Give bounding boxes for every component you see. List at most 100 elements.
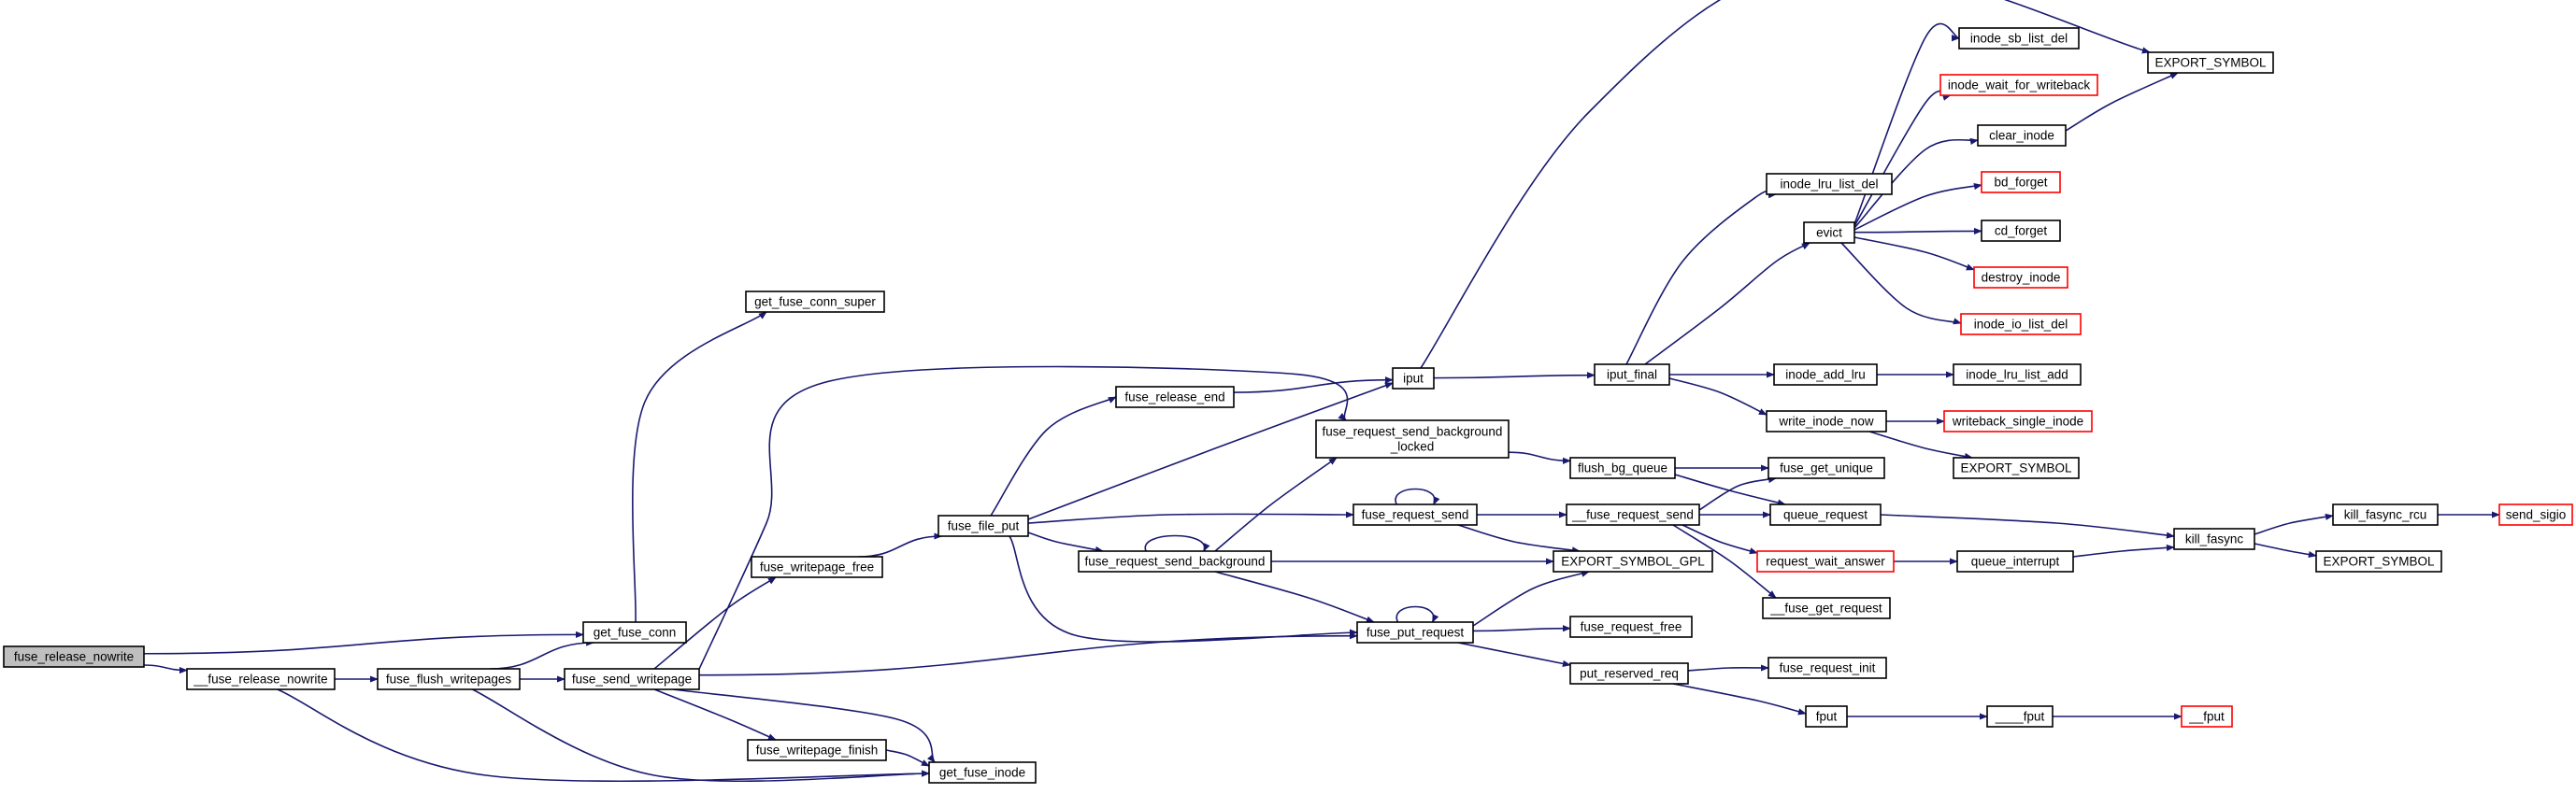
node-box-fuse_request_send[interactable] xyxy=(1352,503,1478,526)
node-EXPORT_SYMBOL_2[interactable]: EXPORT_SYMBOL xyxy=(1953,457,2080,479)
node-EXPORT_SYMBOL_3[interactable]: EXPORT_SYMBOL xyxy=(2315,550,2442,573)
node-box-__fput[interactable] xyxy=(2181,705,2233,728)
node-box-fuse_get_unique[interactable] xyxy=(1767,457,1885,479)
node-fuse_put_request[interactable]: fuse_put_request xyxy=(1356,621,1474,644)
node-box-__fuse_request_send[interactable] xyxy=(1566,503,1700,526)
node-box-queue_interrupt[interactable] xyxy=(1956,550,2074,573)
node-inode_lru_list_add[interactable]: inode_lru_list_add xyxy=(1953,363,2082,386)
node-flush_bg_queue[interactable]: flush_bg_queue xyxy=(1569,457,1676,479)
node-fuse_get_unique[interactable]: fuse_get_unique xyxy=(1767,457,1885,479)
node-destroy_inode[interactable]: destroy_inode xyxy=(1973,266,2068,289)
node-box-fuse_release_end[interactable] xyxy=(1115,386,1235,408)
node-box-cd_forget[interactable] xyxy=(1981,220,2061,242)
node-fuse_request_free[interactable]: fuse_request_free xyxy=(1569,616,1693,638)
node-fuse_flush_writepages[interactable]: fuse_flush_writepages xyxy=(377,668,521,690)
node-inode_io_list_del[interactable]: inode_io_list_del xyxy=(1960,313,2082,335)
node-kill_fasync_rcu[interactable]: kill_fasync_rcu xyxy=(2332,503,2439,526)
node-box-fuse_release_nowrite[interactable] xyxy=(3,645,145,668)
node-____fput[interactable]: ____fput xyxy=(1986,705,2054,728)
node-fuse_file_put[interactable]: fuse_file_put xyxy=(937,515,1029,537)
node-write_inode_now[interactable]: write_inode_now xyxy=(1766,410,1887,432)
node-fuse_release_nowrite[interactable]: fuse_release_nowrite xyxy=(3,645,145,668)
node-fuse_send_writepage[interactable]: fuse_send_writepage xyxy=(564,668,700,690)
node-box-get_fuse_conn[interactable] xyxy=(582,621,687,644)
node-inode_add_lru[interactable]: inode_add_lru xyxy=(1773,363,1878,386)
node-box-bd_forget[interactable] xyxy=(1981,171,2061,193)
node-box-__fuse_release_nowrite[interactable] xyxy=(186,668,336,690)
node-inode_sb_list_del[interactable]: inode_sb_list_del xyxy=(1958,27,2080,50)
node-box-fuse_flush_writepages[interactable] xyxy=(377,668,521,690)
node-fuse_request_init[interactable]: fuse_request_init xyxy=(1767,657,1887,679)
node-box-kill_fasync_rcu[interactable] xyxy=(2332,503,2439,526)
node-box-send_sigio[interactable] xyxy=(2498,503,2573,526)
node-__fuse_release_nowrite[interactable]: __fuse_release_nowrite xyxy=(186,668,336,690)
node-writeback_single_inode[interactable]: writeback_single_inode xyxy=(1943,410,2093,432)
node-box-EXPORT_SYMBOL_2[interactable] xyxy=(1953,457,2080,479)
node-kill_fasync[interactable]: kill_fasync xyxy=(2173,528,2255,550)
node-box-inode_lru_list_del[interactable] xyxy=(1766,173,1893,195)
node-evict[interactable]: evict xyxy=(1803,221,1855,244)
node-box-get_fuse_conn_super[interactable] xyxy=(745,291,885,313)
node-box-destroy_inode[interactable] xyxy=(1973,266,2068,289)
node-box-inode_lru_list_add[interactable] xyxy=(1953,363,2082,386)
node-box-____fput[interactable] xyxy=(1986,705,2054,728)
node-EXPORT_SYMBOL_1[interactable]: EXPORT_SYMBOL xyxy=(2147,51,2274,74)
node-fuse_writepage_finish[interactable]: fuse_writepage_finish xyxy=(747,739,887,761)
node-put_reserved_req[interactable]: put_reserved_req xyxy=(1569,662,1689,685)
node-box-inode_io_list_del[interactable] xyxy=(1960,313,2082,335)
node-box-get_fuse_inode[interactable] xyxy=(928,761,1037,784)
node-box-flush_bg_queue[interactable] xyxy=(1569,457,1676,479)
node-fuse_request_send_background_locked[interactable]: fuse_request_send_background_locked xyxy=(1315,419,1510,459)
node-clear_inode[interactable]: clear_inode xyxy=(1977,124,2067,147)
node-bd_forget[interactable]: bd_forget xyxy=(1981,171,2061,193)
node-fuse_release_end[interactable]: fuse_release_end xyxy=(1115,386,1235,408)
node-cd_forget[interactable]: cd_forget xyxy=(1981,220,2061,242)
node-box-queue_request[interactable] xyxy=(1769,503,1882,526)
node-box-EXPORT_SYMBOL_3[interactable] xyxy=(2315,550,2442,573)
node-iput_final[interactable]: iput_final xyxy=(1594,363,1670,386)
node-box-evict[interactable] xyxy=(1803,221,1855,244)
node-box-fuse_request_send_background_locked[interactable] xyxy=(1315,419,1510,459)
node-queue_request[interactable]: queue_request xyxy=(1769,503,1882,526)
node-box-put_reserved_req[interactable] xyxy=(1569,662,1689,685)
node-box-write_inode_now[interactable] xyxy=(1766,410,1887,432)
node-box-kill_fasync[interactable] xyxy=(2173,528,2255,550)
node-iput[interactable]: iput xyxy=(1392,367,1435,390)
node-box-clear_inode[interactable] xyxy=(1977,124,2067,147)
node-box-inode_wait_for_writeback[interactable] xyxy=(1939,74,2098,96)
node-get_fuse_inode[interactable]: get_fuse_inode xyxy=(928,761,1037,784)
node-box-fuse_file_put[interactable] xyxy=(937,515,1029,537)
node-box-iput_final[interactable] xyxy=(1594,363,1670,386)
node-send_sigio[interactable]: send_sigio xyxy=(2498,503,2573,526)
node-box-fuse_writepage_finish[interactable] xyxy=(747,739,887,761)
node-EXPORT_SYMBOL_GPL[interactable]: EXPORT_SYMBOL_GPL xyxy=(1553,550,1713,573)
node-box-fuse_put_request[interactable] xyxy=(1356,621,1474,644)
node-box-fuse_request_free[interactable] xyxy=(1569,616,1693,638)
node-get_fuse_conn_super[interactable]: get_fuse_conn_super xyxy=(745,291,885,313)
node-__fuse_get_request[interactable]: __fuse_get_request xyxy=(1762,597,1891,619)
node-box-inode_sb_list_del[interactable] xyxy=(1958,27,2080,50)
node-fuse_request_send[interactable]: fuse_request_send xyxy=(1352,503,1478,526)
node-box-__fuse_get_request[interactable] xyxy=(1762,597,1891,619)
node-inode_lru_list_del[interactable]: inode_lru_list_del xyxy=(1766,173,1893,195)
node-__fuse_request_send[interactable]: __fuse_request_send xyxy=(1566,503,1700,526)
node-box-fput[interactable] xyxy=(1805,705,1848,728)
node-box-iput[interactable] xyxy=(1392,367,1435,390)
node-box-fuse_request_send_background[interactable] xyxy=(1078,550,1272,573)
node-box-fuse_send_writepage[interactable] xyxy=(564,668,700,690)
node-queue_interrupt[interactable]: queue_interrupt xyxy=(1956,550,2074,573)
node-inode_wait_for_writeback[interactable]: inode_wait_for_writeback xyxy=(1939,74,2098,96)
node-box-EXPORT_SYMBOL_1[interactable] xyxy=(2147,51,2274,74)
node-get_fuse_conn[interactable]: get_fuse_conn xyxy=(582,621,687,644)
node-fput[interactable]: fput xyxy=(1805,705,1848,728)
node-box-fuse_writepage_free[interactable] xyxy=(751,556,883,578)
node-box-writeback_single_inode[interactable] xyxy=(1943,410,2093,432)
node-fuse_writepage_free[interactable]: fuse_writepage_free xyxy=(751,556,883,578)
node-box-request_wait_answer[interactable] xyxy=(1756,550,1895,573)
node-box-inode_add_lru[interactable] xyxy=(1773,363,1878,386)
node-__fput[interactable]: __fput xyxy=(2181,705,2233,728)
node-box-fuse_request_init[interactable] xyxy=(1767,657,1887,679)
node-box-EXPORT_SYMBOL_GPL[interactable] xyxy=(1553,550,1713,573)
node-request_wait_answer[interactable]: request_wait_answer xyxy=(1756,550,1895,573)
node-fuse_request_send_background[interactable]: fuse_request_send_background xyxy=(1078,550,1272,573)
